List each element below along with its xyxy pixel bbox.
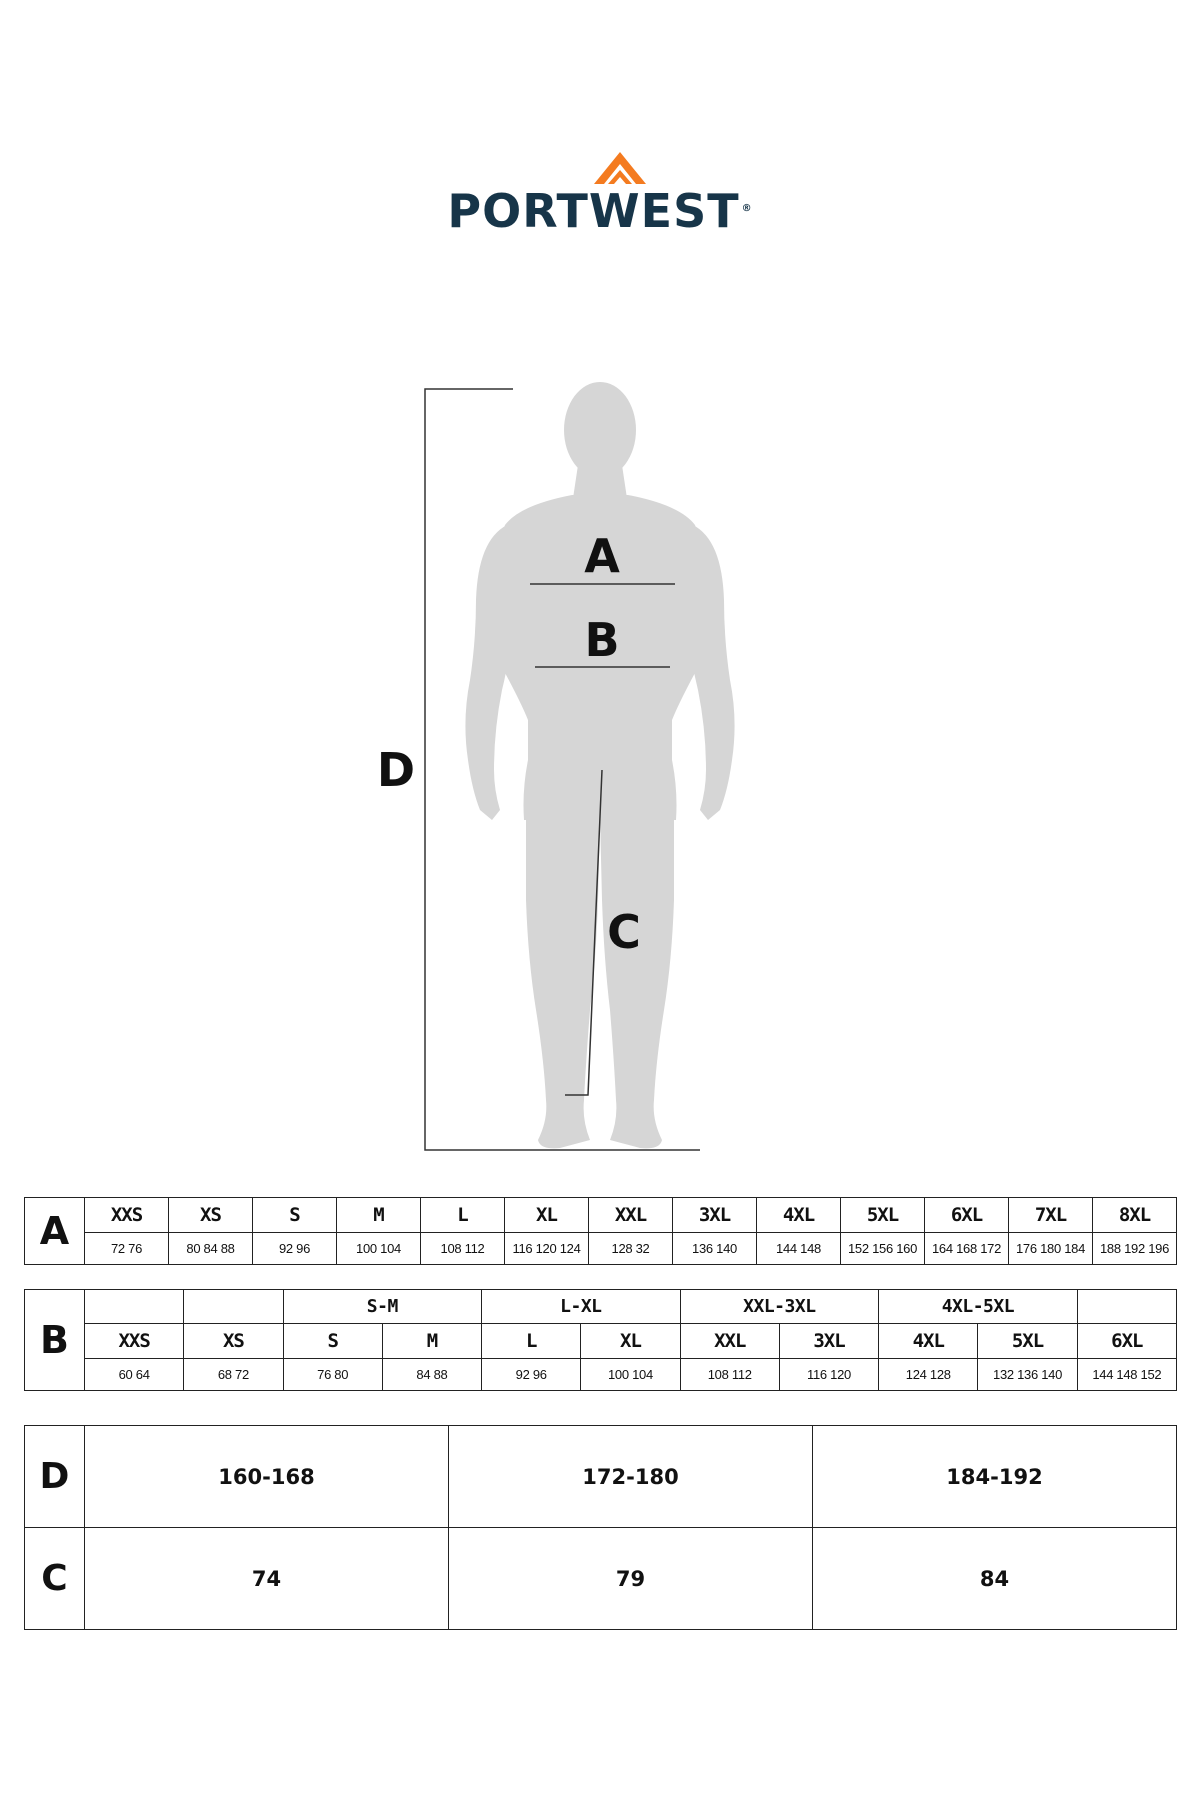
table-a-value: 100 104	[336, 1232, 421, 1265]
brand-logo: PORTWEST®	[0, 148, 1200, 238]
table-d-label: D	[24, 1425, 85, 1528]
table-b-value: 92 96	[481, 1358, 582, 1391]
table-a-value: 108 112	[420, 1232, 505, 1265]
table-b-group: L-XL	[481, 1289, 681, 1324]
table-b-value: 60 64	[83, 1358, 185, 1391]
figure-label-c: C	[607, 905, 641, 959]
table-b-size: XXS	[83, 1323, 185, 1359]
table-d-value: 172-180	[448, 1425, 813, 1528]
table-a-value-row: 72 76 80 84 88 92 96 100 104 108 112 116…	[25, 1232, 1177, 1265]
table-a-size: 5XL	[840, 1197, 925, 1233]
table-a-value: 188 192 196	[1092, 1232, 1177, 1265]
size-table-a: A XXS XS S M L XL XXL 3XL 4XL 5XL 6XL 7X…	[24, 1197, 1177, 1265]
table-c-row: C 74 79 84	[24, 1527, 1177, 1630]
table-a-size: M	[336, 1197, 421, 1233]
table-c-value: 84	[812, 1527, 1177, 1630]
size-table-b: B S-M L-XL XXL-3XL 4XL-5XL XXS XS S M L …	[24, 1289, 1178, 1391]
table-a-value: 80 84 88	[168, 1232, 253, 1265]
table-c-label: C	[24, 1527, 85, 1630]
table-a-value: 144 148	[756, 1232, 841, 1265]
table-a-size: XS	[168, 1197, 253, 1233]
measure-line-c	[565, 769, 603, 1096]
table-b-value: 124 128	[878, 1358, 979, 1391]
table-d-row: D 160-168 172-180 184-192	[24, 1425, 1177, 1528]
table-b-group-row: B S-M L-XL XXL-3XL 4XL-5XL	[24, 1289, 1178, 1391]
measure-line-d	[424, 388, 700, 1151]
table-b-size: 3XL	[778, 1323, 880, 1359]
table-b-size: XL	[580, 1323, 681, 1359]
table-a-value: 164 168 172	[924, 1232, 1009, 1265]
figure-label-d: D	[377, 743, 415, 797]
table-b-size-row: XXS XS S M L XL XXL 3XL 4XL 5XL 6XL	[25, 1323, 1178, 1359]
table-a-size: 6XL	[924, 1197, 1009, 1233]
table-b-label: B	[24, 1289, 85, 1391]
human-silhouette	[465, 382, 735, 1149]
table-b-size: M	[381, 1323, 483, 1359]
table-a-size: XXL	[588, 1197, 673, 1233]
brand-name: PORTWEST	[447, 184, 740, 238]
table-a-value: 92 96	[252, 1232, 337, 1265]
table-b-size: 6XL	[1076, 1323, 1178, 1359]
table-b-value: 108 112	[679, 1358, 780, 1391]
table-a-size: 8XL	[1092, 1197, 1177, 1233]
brand-wordmark: PORTWEST®	[0, 184, 1200, 238]
mountain-peak-icon	[594, 152, 646, 184]
table-b-value: 144 148 152	[1076, 1358, 1178, 1391]
table-b-size: XS	[183, 1323, 284, 1359]
table-d-value: 184-192	[812, 1425, 1177, 1528]
table-a-value: 72 76	[84, 1232, 169, 1265]
table-a-size: XXS	[84, 1197, 169, 1233]
table-a-label: A	[24, 1197, 85, 1265]
table-c-value: 79	[448, 1527, 813, 1630]
table-b-size: XXL	[679, 1323, 780, 1359]
table-a-value: 176 180 184	[1008, 1232, 1093, 1265]
table-b-value: 132 136 140	[977, 1358, 1078, 1391]
figure-label-b: B	[584, 613, 619, 667]
table-b-group-empty	[183, 1289, 284, 1324]
table-b-value: 116 120	[778, 1358, 880, 1391]
table-a-value: 152 156 160	[840, 1232, 925, 1265]
table-a-size: L	[420, 1197, 505, 1233]
registered-mark: ®	[741, 202, 753, 214]
table-a-size: XL	[504, 1197, 589, 1233]
size-table-dc: D 160-168 172-180 184-192 C 74 79 84	[24, 1425, 1177, 1630]
table-b-value: 100 104	[580, 1358, 681, 1391]
table-b-size: 4XL	[878, 1323, 979, 1359]
table-a-value: 116 120 124	[504, 1232, 589, 1265]
table-b-value: 84 88	[381, 1358, 483, 1391]
table-a-size: S	[252, 1197, 337, 1233]
table-a-size: 4XL	[756, 1197, 841, 1233]
table-a-size: 3XL	[672, 1197, 757, 1233]
table-b-group-empty	[1076, 1289, 1178, 1324]
table-b-value: 68 72	[183, 1358, 284, 1391]
table-a-value: 128 32	[588, 1232, 673, 1265]
figure-label-a: A	[584, 529, 620, 583]
table-a-size: 7XL	[1008, 1197, 1093, 1233]
table-b-group: 4XL-5XL	[878, 1289, 1078, 1324]
table-b-size: 5XL	[977, 1323, 1078, 1359]
table-b-group: S-M	[282, 1289, 483, 1324]
table-b-size: L	[481, 1323, 582, 1359]
table-b-value-row: 60 64 68 72 76 80 84 88 92 96 100 104 10…	[25, 1358, 1178, 1391]
table-b-size: S	[282, 1323, 383, 1359]
table-b-group: XXL-3XL	[679, 1289, 880, 1324]
table-a-value: 136 140	[672, 1232, 757, 1265]
table-d-value: 160-168	[84, 1425, 449, 1528]
table-a-size-row: A XXS XS S M L XL XXL 3XL 4XL 5XL 6XL 7X…	[24, 1197, 1177, 1265]
table-b-value: 76 80	[282, 1358, 383, 1391]
table-c-value: 74	[84, 1527, 449, 1630]
table-b-group-empty	[83, 1289, 185, 1324]
